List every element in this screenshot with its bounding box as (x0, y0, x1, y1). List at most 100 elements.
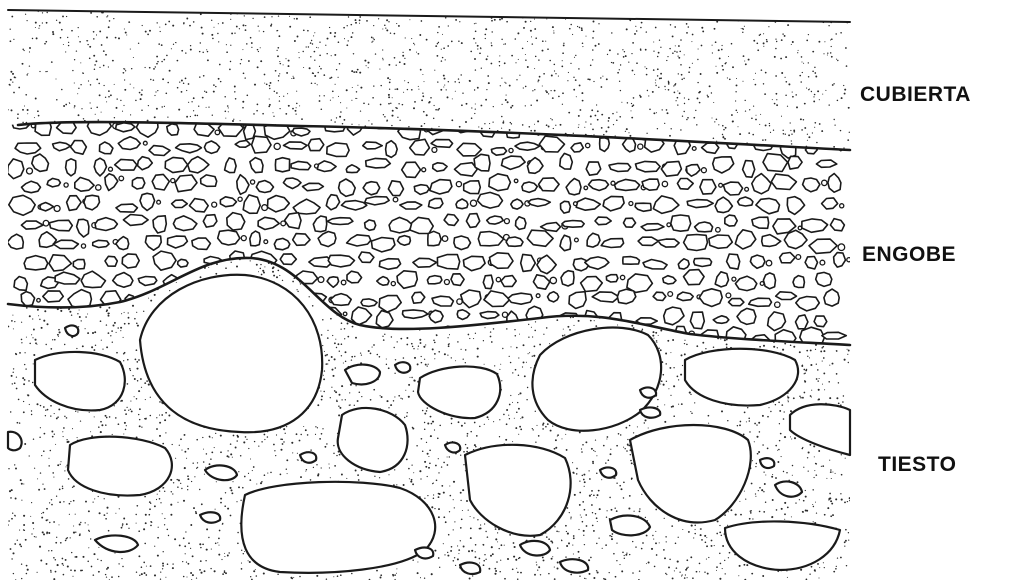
stipple-dot (591, 448, 593, 450)
stipple-dot (610, 306, 612, 308)
stipple-dot (514, 546, 516, 548)
stipple-dot (27, 73, 28, 74)
stipple-dot (197, 462, 198, 463)
stipple-dot (763, 271, 764, 272)
stipple-dot (414, 357, 416, 359)
stipple-dot (400, 270, 402, 272)
stipple-dot (673, 85, 674, 86)
stipple-dot (737, 126, 738, 127)
stipple-dot (602, 306, 604, 308)
stipple-dot (695, 110, 696, 111)
stipple-dot (126, 523, 128, 525)
stipple-dot (423, 276, 425, 278)
stipple-dot (427, 453, 429, 455)
stipple-dot (279, 108, 280, 109)
stipple-dot (344, 328, 346, 330)
stipple-dot (847, 354, 848, 355)
stipple-dot (14, 515, 15, 516)
stipple-dot (582, 42, 584, 44)
stipple-dot (178, 109, 180, 111)
stipple-dot (385, 288, 387, 290)
stipple-dot (335, 339, 336, 340)
stipple-dot (243, 24, 245, 26)
stipple-dot (529, 126, 531, 128)
stipple-dot (523, 27, 525, 29)
stipple-dot (765, 72, 767, 74)
stipple-dot (751, 118, 753, 120)
stipple-dot (203, 75, 205, 77)
stipple-dot (206, 107, 207, 108)
stipple-dot (231, 262, 232, 263)
stipple-dot (32, 318, 33, 319)
stipple-dot (585, 441, 587, 443)
stipple-dot (642, 329, 644, 331)
stipple-dot (200, 560, 202, 562)
stipple-dot (784, 10, 786, 12)
stipple-dot (200, 572, 202, 574)
stipple-dot (815, 76, 817, 78)
stipple-dot (761, 277, 763, 279)
stipple-dot (451, 119, 453, 121)
stipple-dot (726, 346, 728, 348)
stipple-dot (537, 120, 539, 122)
stipple-dot (310, 56, 311, 57)
stipple-dot (162, 78, 164, 80)
stipple-dot (66, 538, 68, 540)
stipple-dot (159, 498, 161, 500)
stipple-dot (680, 129, 681, 130)
stipple-dot (677, 104, 678, 105)
stipple-dot (204, 474, 205, 475)
stipple-dot (717, 314, 719, 316)
stipple-dot (422, 450, 424, 452)
stipple-dot (503, 414, 505, 416)
stipple-dot (776, 509, 778, 511)
stipple-dot (515, 427, 517, 429)
stipple-dot (742, 32, 743, 33)
stipple-dot (101, 424, 103, 426)
stipple-dot (343, 362, 344, 363)
stipple-dot (626, 427, 628, 429)
stipple-dot (694, 402, 695, 403)
stipple-dot (757, 18, 758, 19)
stipple-dot (421, 356, 422, 357)
stipple-dot (415, 304, 416, 305)
stipple-dot (128, 312, 129, 313)
stipple-dot (69, 103, 70, 104)
stipple-dot (163, 59, 165, 61)
stipple-dot (843, 297, 844, 298)
stipple-dot (372, 135, 374, 137)
stipple-dot (443, 492, 445, 494)
stipple-dot (360, 110, 361, 111)
stipple-dot (406, 344, 408, 346)
stipple-dot (563, 263, 565, 265)
stipple-dot (593, 450, 594, 451)
stipple-dot (781, 508, 783, 510)
stipple-dot (781, 404, 783, 406)
stipple-dot (120, 327, 122, 329)
stipple-dot (598, 43, 600, 45)
stipple-dot (186, 90, 187, 91)
stipple-dot (750, 512, 752, 514)
stipple-dot (99, 94, 101, 96)
stipple-dot (722, 134, 723, 135)
stipple-dot (359, 267, 360, 268)
stipple-dot (562, 104, 563, 105)
stipple-dot (444, 85, 445, 86)
stipple-dot (93, 55, 95, 57)
stipple-dot (815, 282, 816, 283)
stipple-dot (351, 100, 352, 101)
stipple-dot (393, 400, 394, 401)
stipple-dot (418, 53, 420, 55)
stipple-dot (44, 433, 46, 435)
stipple-dot (661, 380, 663, 382)
stipple-dot (453, 560, 455, 562)
stipple-dot (566, 449, 568, 451)
stipple-dot (192, 574, 194, 576)
stipple-dot (145, 574, 147, 576)
stipple-dot (831, 271, 833, 273)
stipple-dot (532, 356, 533, 357)
stipple-dot (224, 553, 225, 554)
stipple-dot (190, 116, 191, 117)
stipple-dot (641, 548, 643, 550)
stipple-dot (409, 478, 410, 479)
